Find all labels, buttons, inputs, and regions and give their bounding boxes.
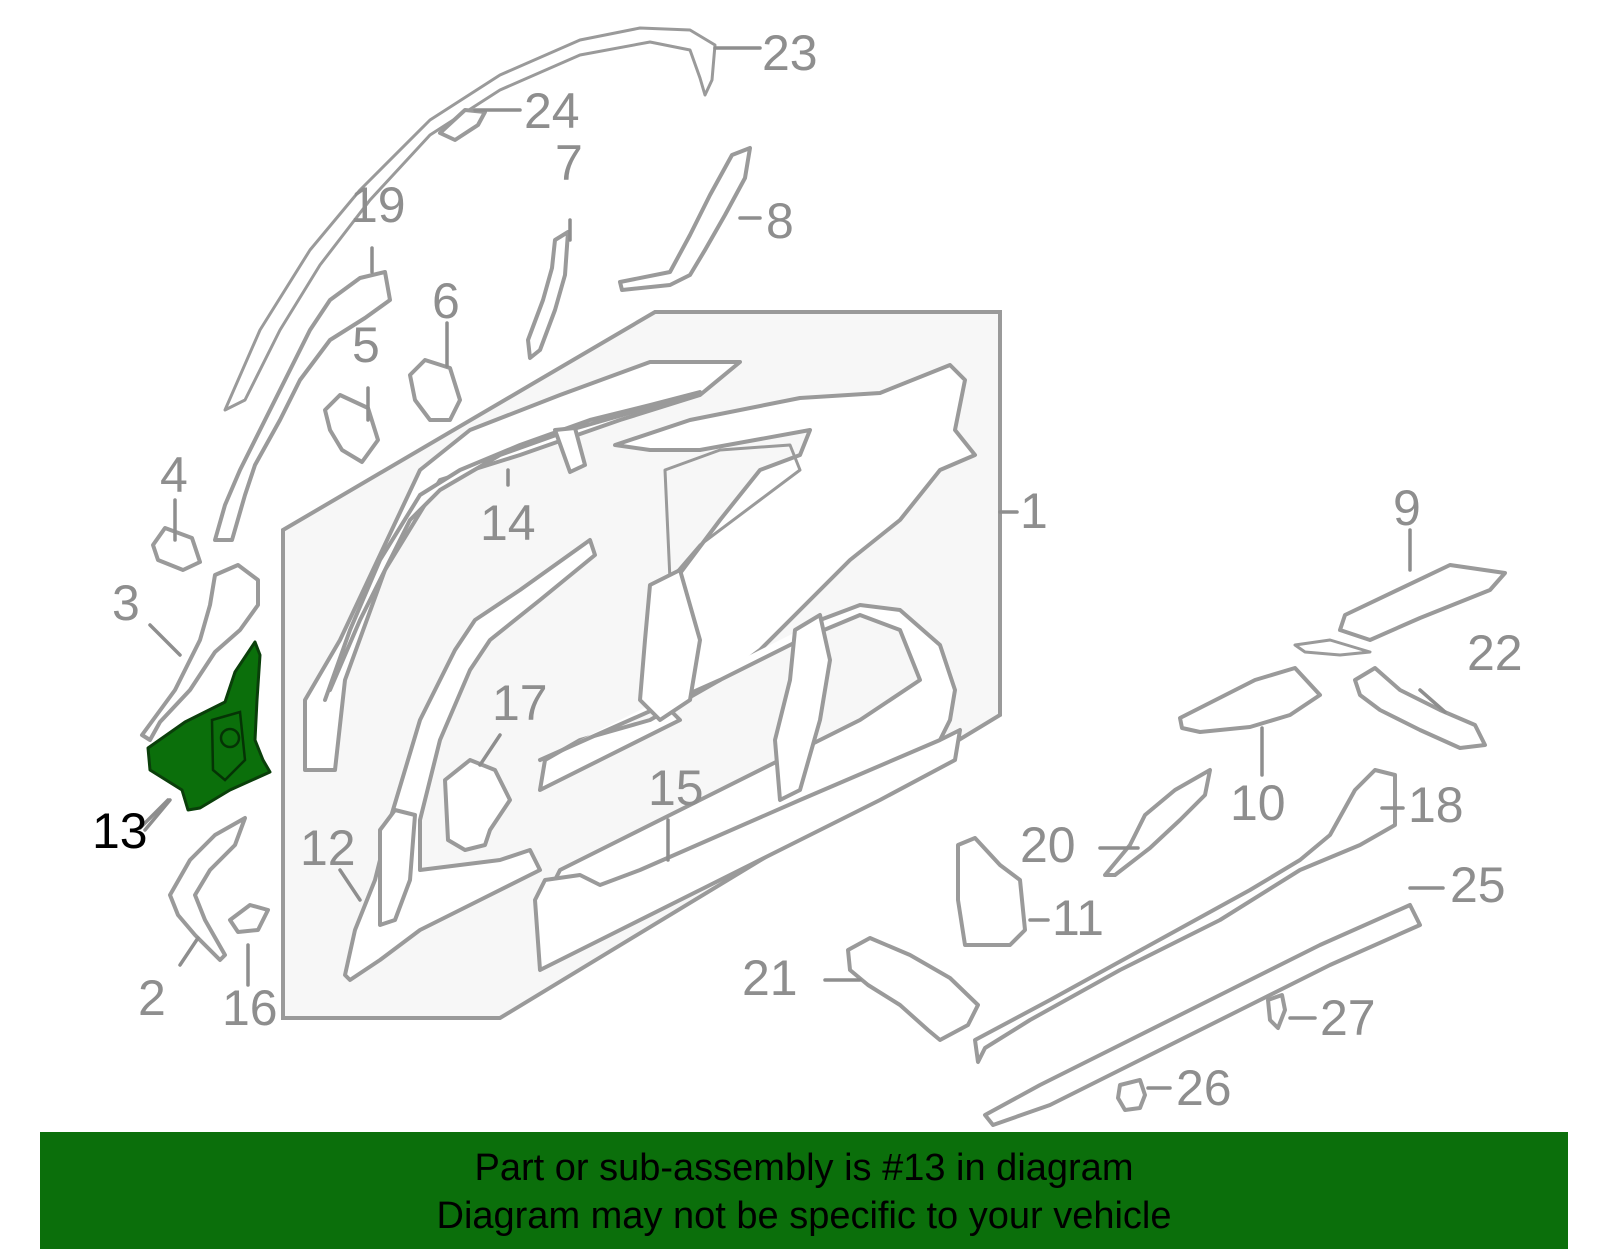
rear-door-opening: [773, 613, 832, 802]
callout-6: 6: [432, 273, 460, 329]
part-5-bracket: [323, 393, 380, 464]
part-13-detail: [210, 710, 247, 782]
info-banner: Part or sub-assembly is #13 in diagram D…: [40, 1132, 1568, 1249]
callout-25: 25: [1450, 857, 1506, 913]
part-8-bracket: [618, 146, 752, 292]
part-13-hole: [219, 727, 241, 749]
callout-labels: 1 2 3 4 5 6 7 8 9 10 11 12 13 14 15 16 1…: [92, 25, 1523, 1116]
callout-26: 26: [1176, 1060, 1232, 1116]
callout-10: 10: [1230, 775, 1286, 831]
part-21-bracket: [846, 936, 980, 1042]
banner-line-2: Diagram may not be specific to your vehi…: [436, 1195, 1172, 1237]
b-pillar-inner: [638, 568, 702, 722]
part-19-pillar: [213, 270, 392, 542]
callout-7: 7: [555, 135, 583, 191]
part-7-strip: [526, 230, 570, 360]
part-27-clip: [1266, 993, 1287, 1030]
part-13-highlighted: [146, 640, 272, 812]
part-10-plate: [1178, 666, 1322, 734]
callout-20: 20: [1020, 817, 1076, 873]
part-18-rocker: [973, 768, 1397, 1064]
part-9-strip: [1293, 638, 1372, 657]
callout-23: 23: [762, 25, 818, 81]
part-12-pillar-body: [378, 808, 417, 927]
callout-4: 4: [160, 447, 188, 503]
part-2-pillar-trim: [168, 816, 247, 962]
callout-12: 12: [300, 820, 356, 876]
part-24-clip: [438, 108, 487, 142]
part-20-bracket: [1103, 768, 1212, 877]
callout-3: 3: [112, 575, 140, 631]
part-23-roof-rail: [223, 26, 717, 412]
callout-13-highlighted: 13: [92, 803, 148, 859]
part-15-rocker-inner: [533, 728, 962, 972]
part-11-panel: [956, 836, 1027, 947]
callout-24: 24: [524, 83, 580, 139]
leader-lines: [138, 46, 1447, 1090]
part-9-panel: [1338, 563, 1507, 642]
callout-27: 27: [1320, 990, 1376, 1046]
callout-16: 16: [222, 980, 278, 1036]
callout-15: 15: [648, 760, 704, 816]
part-3-panel: [140, 563, 260, 742]
callout-18: 18: [1408, 777, 1464, 833]
part-17-bracket: [443, 758, 512, 852]
callout-8: 8: [766, 193, 794, 249]
part-4-bracket: [151, 526, 202, 572]
callout-22: 22: [1467, 625, 1523, 681]
callout-1: 1: [1020, 483, 1048, 539]
callout-19: 19: [350, 177, 406, 233]
callout-9: 9: [1393, 480, 1421, 536]
part-22-bracket: [1353, 666, 1487, 750]
callout-2: 2: [138, 970, 166, 1026]
part-25-sill: [983, 903, 1422, 1127]
callout-21: 21: [742, 950, 798, 1006]
part-14-roof-rail: [323, 390, 702, 702]
part-14-gusset: [553, 426, 587, 474]
part-16-clip: [228, 903, 270, 934]
callout-11: 11: [1052, 890, 1104, 946]
callout-5: 5: [352, 317, 380, 373]
callout-17: 17: [492, 675, 548, 731]
callout-14: 14: [480, 495, 536, 551]
leader-13: [138, 798, 170, 830]
part-26-grommet: [1116, 1078, 1147, 1112]
part-6-bracket: [408, 358, 462, 422]
banner-line-1: Part or sub-assembly is #13 in diagram: [474, 1147, 1134, 1189]
